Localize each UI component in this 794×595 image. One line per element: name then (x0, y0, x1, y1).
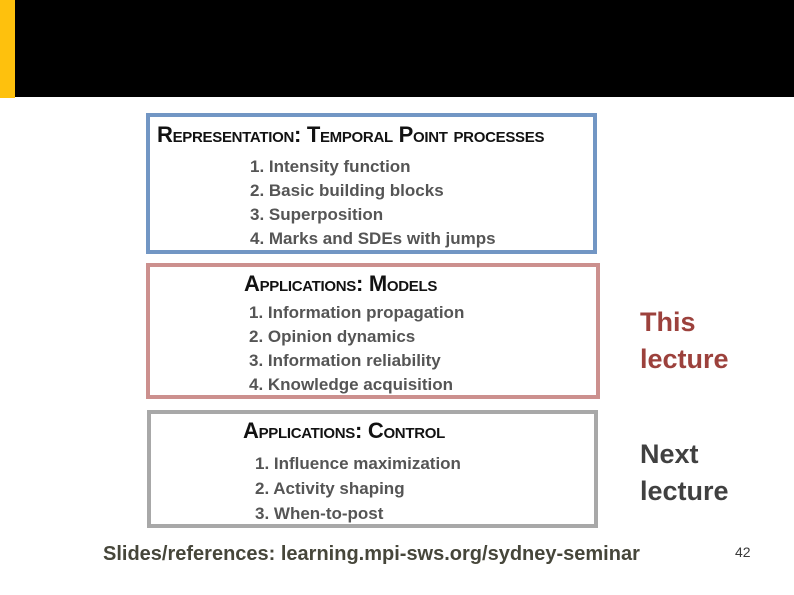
box-title: Applications: Control (243, 418, 445, 443)
box-item-list: 1. Influence maximization 2. Activity sh… (255, 451, 594, 526)
list-item: 1. Influence maximization (255, 454, 461, 473)
list-item: 3. Information reliability (249, 351, 441, 370)
annotation-next-lecture: Next lecture (640, 439, 729, 506)
list-item: 1. Intensity function (250, 157, 411, 176)
list-item: 2. Basic building blocks (250, 181, 444, 200)
list-item: 3. When-to-post (255, 504, 384, 523)
list-item: 2. Opinion dynamics (249, 327, 416, 346)
box-title: Applications: Models (244, 271, 438, 296)
list-item: 1. Information propagation (249, 303, 465, 322)
list-item: 3. Superposition (250, 205, 384, 224)
list-item: 4. Marks and SDEs with jumps (250, 229, 496, 248)
slide-page-number: 42 (735, 544, 751, 560)
footer-slides-references: Slides/references: learning.mpi-sws.org/… (103, 543, 640, 565)
box-item-list: 1. Intensity function 2. Basic building … (250, 155, 593, 251)
box-representation-temporal-point-processes: Representation: Temporal Point processes… (146, 113, 597, 254)
box-item-list: 1. Information propagation 2. Opinion dy… (249, 301, 596, 397)
box-applications-control: Applications: Control 1. Influence maxim… (147, 410, 598, 528)
annotation-this-lecture: This lecture (640, 307, 729, 374)
slide-header-bar (15, 0, 794, 97)
list-item: 4. Knowledge acquisition (249, 375, 454, 394)
box-title: Representation: Temporal Point processes (157, 122, 545, 147)
box-applications-models: Applications: Models 1. Information prop… (146, 263, 600, 399)
yellow-accent-stripe (0, 0, 15, 98)
list-item: 2. Activity shaping (255, 479, 405, 498)
